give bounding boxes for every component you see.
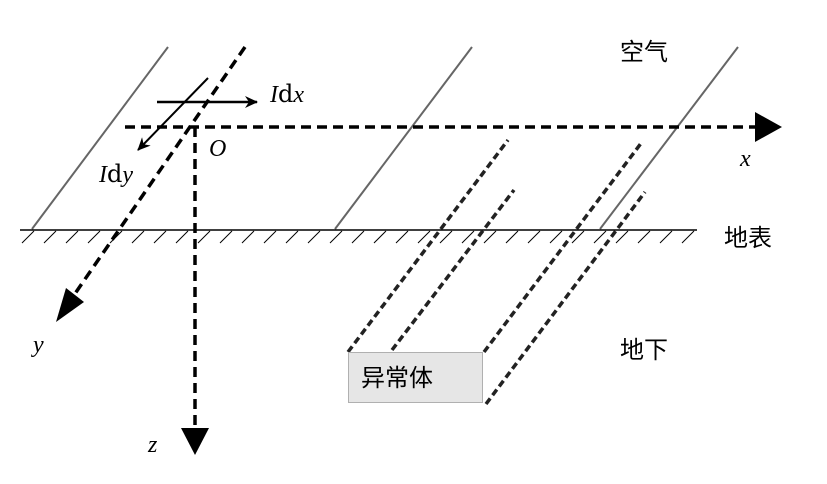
hatch-mark (21, 230, 35, 244)
anomaly-edge (346, 138, 510, 354)
y-axis-line (70, 46, 247, 299)
hatch-mark (263, 230, 277, 244)
idy-label: Idy (99, 160, 134, 188)
hatch-mark (153, 230, 167, 244)
hatch-mark (241, 230, 255, 244)
surface-label: 地表 (724, 224, 772, 252)
anomaly-edge (484, 190, 647, 406)
ground-hatching (21, 230, 695, 244)
x-axis-label: x (740, 146, 751, 172)
z-axis-label: z (148, 432, 158, 458)
hatch-mark (615, 230, 629, 244)
hatch-mark (505, 230, 519, 244)
hatch-mark (461, 230, 475, 244)
hatch-mark (285, 230, 299, 244)
hatch-mark (219, 230, 233, 244)
hatch-mark (197, 230, 211, 244)
source-line (334, 46, 473, 230)
anomaly-edge (482, 140, 644, 354)
anomaly-edge (390, 188, 516, 352)
hatch-mark (637, 230, 651, 244)
hatch-mark (593, 230, 607, 244)
z-axis-arrowhead (181, 428, 209, 455)
idx-label: Idx (270, 80, 305, 108)
hatch-mark (131, 230, 145, 244)
air-label: 空气 (620, 38, 668, 66)
hatch-mark (329, 230, 343, 244)
hatch-mark (483, 230, 497, 244)
hatch-mark (439, 230, 453, 244)
idy-arrow (137, 77, 209, 151)
hatch-mark (175, 230, 189, 244)
anomaly-label: 异常体 (361, 364, 433, 392)
hatch-mark (395, 230, 409, 244)
y-axis-arrowhead (56, 288, 84, 322)
hatch-mark (549, 230, 563, 244)
hatch-mark (527, 230, 541, 244)
hatch-mark (87, 230, 101, 244)
hatch-mark (43, 230, 57, 244)
anomaly-box: 异常体 (348, 352, 483, 403)
source-line (599, 46, 739, 230)
hatch-mark (681, 230, 695, 244)
hatch-mark (351, 230, 365, 244)
x-axis-arrowhead (755, 112, 782, 142)
hatch-mark (307, 230, 321, 244)
hatch-mark (373, 230, 387, 244)
hatch-mark (65, 230, 79, 244)
hatch-mark (659, 230, 673, 244)
source-line (31, 46, 169, 230)
hatch-mark (571, 230, 585, 244)
underground-label: 地下 (620, 336, 668, 364)
source-lines (31, 46, 739, 230)
y-axis-label: y (33, 332, 44, 358)
hatch-mark (417, 230, 431, 244)
origin-label: O (209, 136, 227, 162)
anomaly-edges (346, 138, 647, 406)
